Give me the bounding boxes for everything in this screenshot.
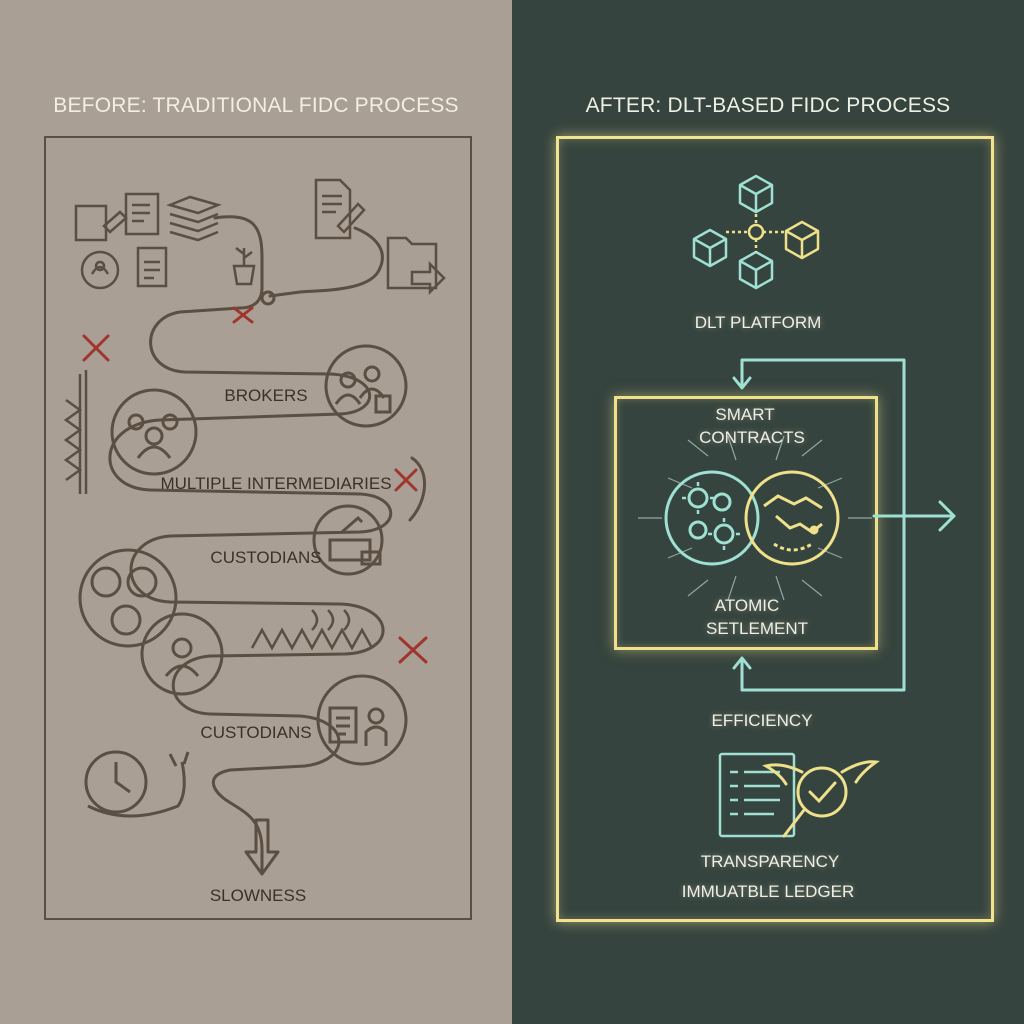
- dlt-platform-label: DLT PLATFORM: [694, 313, 822, 332]
- before-frame: [44, 136, 472, 920]
- process-path-loop: [408, 456, 426, 522]
- transparency-label: TRANSPARENCY: [700, 852, 840, 871]
- document-icon: [314, 178, 366, 240]
- error-x-icon: [82, 306, 428, 664]
- person-group-icon: [78, 548, 224, 696]
- down-arrow-icon: [244, 818, 280, 876]
- smart-contracts-label-line1: SMART: [715, 405, 775, 424]
- snail-clock-icon: [84, 750, 190, 818]
- atomic-settlement-label-line2: SETLEMENT: [705, 619, 809, 638]
- custodians-bottom-label: CUSTODIANS: [200, 723, 312, 742]
- document-icon: [80, 246, 168, 290]
- person-group-icon: [110, 388, 198, 476]
- multiple-intermediaries-label: MULTIPLE INTERMEDIARIES: [160, 474, 392, 493]
- handshake-icon: [744, 470, 840, 566]
- process-path-top: [268, 226, 384, 298]
- before-heading: BEFORE: TRADITIONAL FIDC PROCESS: [53, 94, 459, 117]
- gear-icon: [664, 470, 760, 566]
- smart-contracts-label-line2: CONTRACTS: [699, 428, 805, 447]
- efficiency-label: EFFICIENCY: [711, 711, 813, 730]
- arrow-right-icon: [872, 500, 956, 532]
- before-illustration: [63, 178, 446, 876]
- plant-icon: [232, 247, 256, 286]
- process-path: [108, 215, 393, 872]
- after-illustration: [638, 174, 956, 838]
- slowness-label: SLOWNESS: [209, 886, 307, 905]
- printer-icon: [312, 504, 384, 576]
- cube-network-icon: [692, 174, 820, 290]
- document-icon: [316, 674, 408, 766]
- atomic-settlement-label-line1: ATOMIC: [714, 596, 780, 615]
- custodians-top-label: CUSTODIANS: [210, 548, 322, 567]
- after-frame: [556, 136, 994, 922]
- loop-arrow: [732, 358, 906, 692]
- before-panel: BEFORE: TRADITIONAL FIDC PROCESS: [0, 0, 512, 1024]
- paper-stack-icon: [166, 195, 222, 242]
- folder-arrow-icon: [386, 236, 446, 296]
- ledger-icon: [718, 752, 796, 838]
- document-icon: [74, 192, 160, 242]
- after-heading: AFTER: DLT-BASED FIDC PROCESS: [585, 94, 951, 117]
- person-group-icon: [324, 344, 408, 428]
- smart-contracts-frame: [614, 396, 878, 650]
- magnifier-check-icon: [762, 760, 880, 838]
- immutable-ledger-label: IMMUATBLE LEDGER: [681, 882, 855, 901]
- brokers-label: BROKERS: [224, 386, 308, 405]
- zigzag-icon: [63, 370, 374, 651]
- after-panel: AFTER: DLT-BASED FIDC PROCESS: [512, 0, 1024, 1024]
